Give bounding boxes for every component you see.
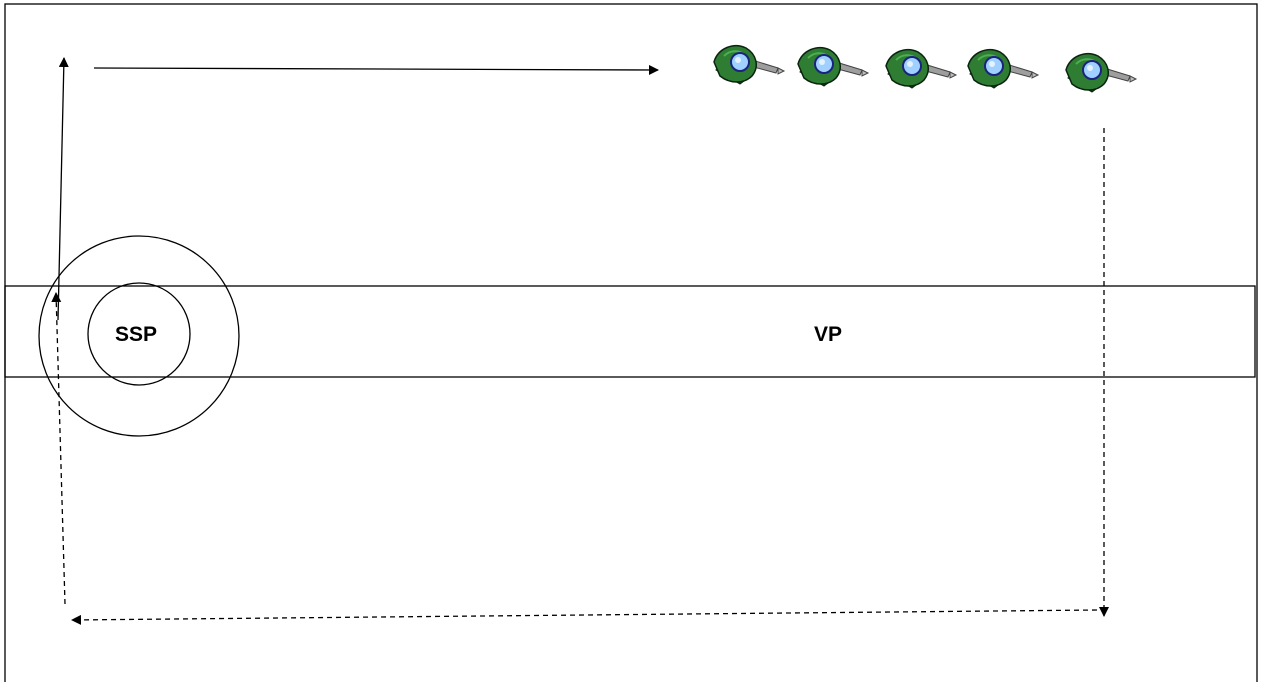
mine-detector-icon [885,48,957,89]
dashed-arrow-left [71,609,1098,625]
detector-group [713,44,1137,93]
vp-label: VP [814,323,842,346]
outer-circle [38,235,240,437]
mine-detector-icon [1065,52,1137,93]
inner-circle-ssp [87,282,191,386]
vp-band [4,285,1256,378]
mine-detector-icon [967,48,1039,89]
page-frame [4,3,1258,682]
mine-detector-icon [797,46,869,87]
dashed-arrow-up [51,292,66,605]
mine-detector-icon [713,44,785,85]
ssp-label: SSP [115,323,157,346]
solid-arrow-up [57,57,69,321]
solid-arrow-right [93,64,659,75]
